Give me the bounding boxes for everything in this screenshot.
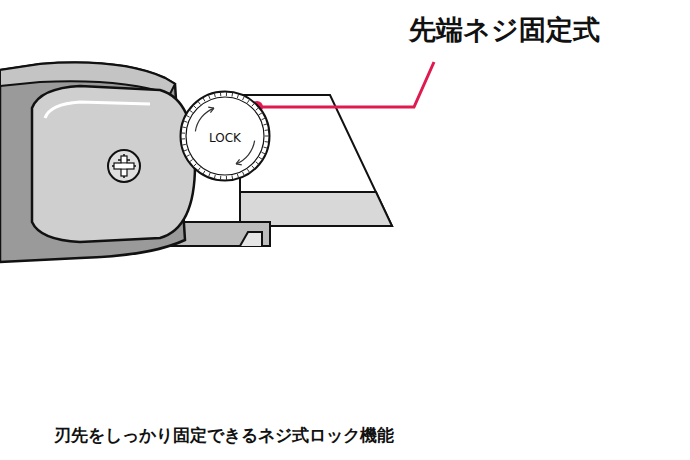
screw: [108, 150, 140, 182]
knob-label: LOCK: [209, 131, 241, 145]
callout-label: 先端ネジ固定式: [409, 12, 600, 48]
leader-line: [251, 62, 434, 113]
lock-knob: LOCK: [179, 90, 271, 182]
caption: 刃先をしっかり固定できるネジ式ロック機能: [54, 424, 394, 447]
knife-body: [0, 63, 195, 262]
